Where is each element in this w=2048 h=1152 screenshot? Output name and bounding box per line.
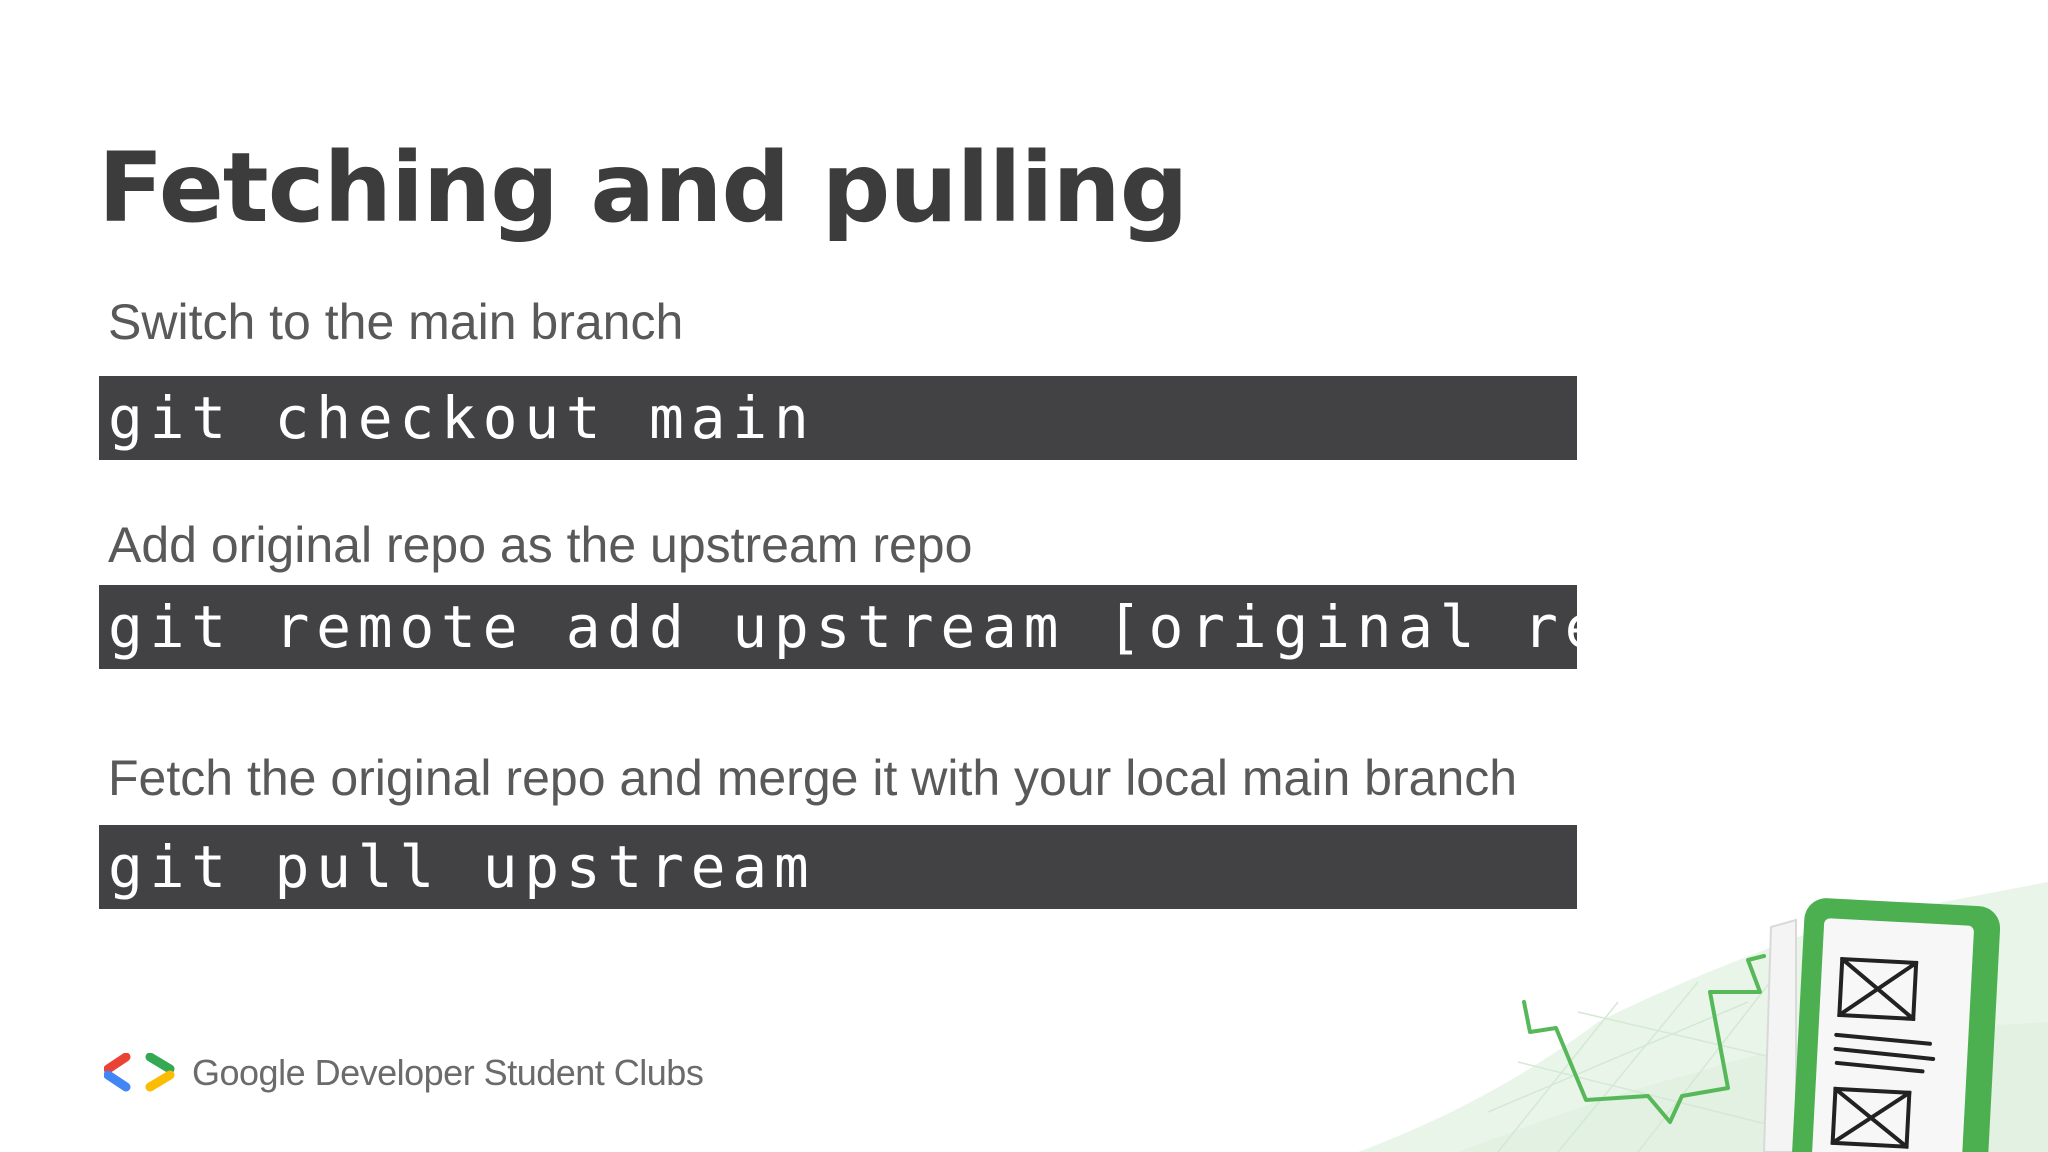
slide-title: Fetching and pulling xyxy=(98,132,1188,244)
footer-brand-text: Google Developer Student Clubs xyxy=(192,1052,704,1093)
step-2-description: Add original repo as the upstream repo xyxy=(108,517,973,573)
gdsc-brackets-logo-icon xyxy=(104,1053,175,1092)
step-3-command: git pull upstream xyxy=(99,825,1577,909)
footer: Google Developer Student Clubs xyxy=(104,1048,704,1098)
phone-wireframe-illustration-icon xyxy=(1358,882,2048,1152)
step-2-command: git remote add upstream [original repo u… xyxy=(99,585,1577,669)
step-1-command: git checkout main xyxy=(99,376,1577,460)
step-1-description: Switch to the main branch xyxy=(108,294,684,350)
step-3-description: Fetch the original repo and merge it wit… xyxy=(108,750,1518,806)
